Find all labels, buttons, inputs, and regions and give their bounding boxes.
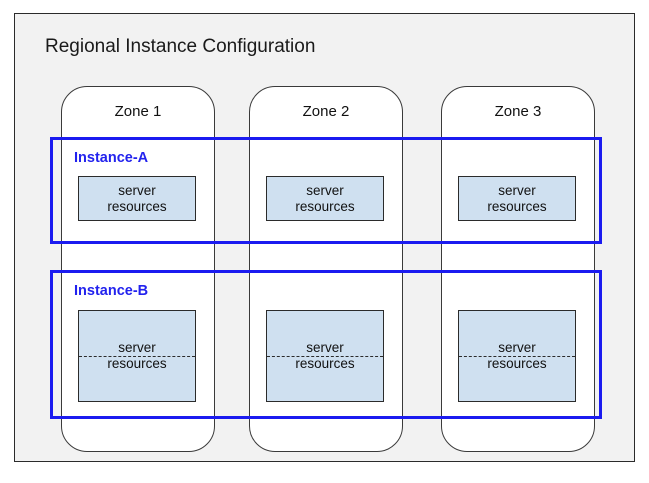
- resource-box-label: server resources: [107, 340, 166, 372]
- resource-box-b-zone2[interactable]: server resources: [266, 310, 384, 402]
- resource-line-1: server: [498, 340, 536, 356]
- resource-box-label: server resources: [295, 183, 354, 215]
- resource-line-1: server: [306, 182, 344, 198]
- instance-group-b[interactable]: Instance-B: [50, 270, 602, 419]
- resource-box-label: server resources: [487, 183, 546, 215]
- resource-line-2: resources: [487, 198, 547, 214]
- page-title: Regional Instance Configuration: [45, 36, 316, 57]
- resource-line-2: resources: [295, 356, 355, 371]
- instance-group-a[interactable]: Instance-A: [50, 137, 602, 244]
- resource-box-b-zone1[interactable]: server resources: [78, 310, 196, 402]
- zone-label-1: Zone 1: [114, 103, 162, 120]
- resource-box-a-zone2[interactable]: server resources: [266, 176, 384, 221]
- zone-label-2: Zone 2: [302, 103, 350, 120]
- resource-line-2: resources: [295, 198, 355, 214]
- resource-box-a-zone1[interactable]: server resources: [78, 176, 196, 221]
- instance-label-b: Instance-B: [74, 283, 149, 299]
- resource-line-1: server: [498, 182, 536, 198]
- resource-box-b-zone3[interactable]: server resources: [458, 310, 576, 402]
- resource-box-label: server resources: [487, 340, 546, 372]
- resource-box-label: server resources: [295, 340, 354, 372]
- resource-line-2: resources: [107, 356, 167, 371]
- zone-label-3: Zone 3: [494, 103, 542, 120]
- resource-box-label: server resources: [107, 183, 166, 215]
- resource-line-1: server: [306, 340, 344, 356]
- split-divider-icon: [79, 356, 195, 357]
- resource-line-2: resources: [487, 356, 547, 371]
- split-divider-icon: [267, 356, 383, 357]
- resource-line-1: server: [118, 182, 156, 198]
- resource-line-2: resources: [107, 198, 167, 214]
- instance-label-a: Instance-A: [74, 150, 149, 166]
- resource-line-1: server: [118, 340, 156, 356]
- resource-box-a-zone3[interactable]: server resources: [458, 176, 576, 221]
- split-divider-icon: [459, 356, 575, 357]
- region-panel: Regional Instance Configuration Zone 1 Z…: [14, 13, 635, 462]
